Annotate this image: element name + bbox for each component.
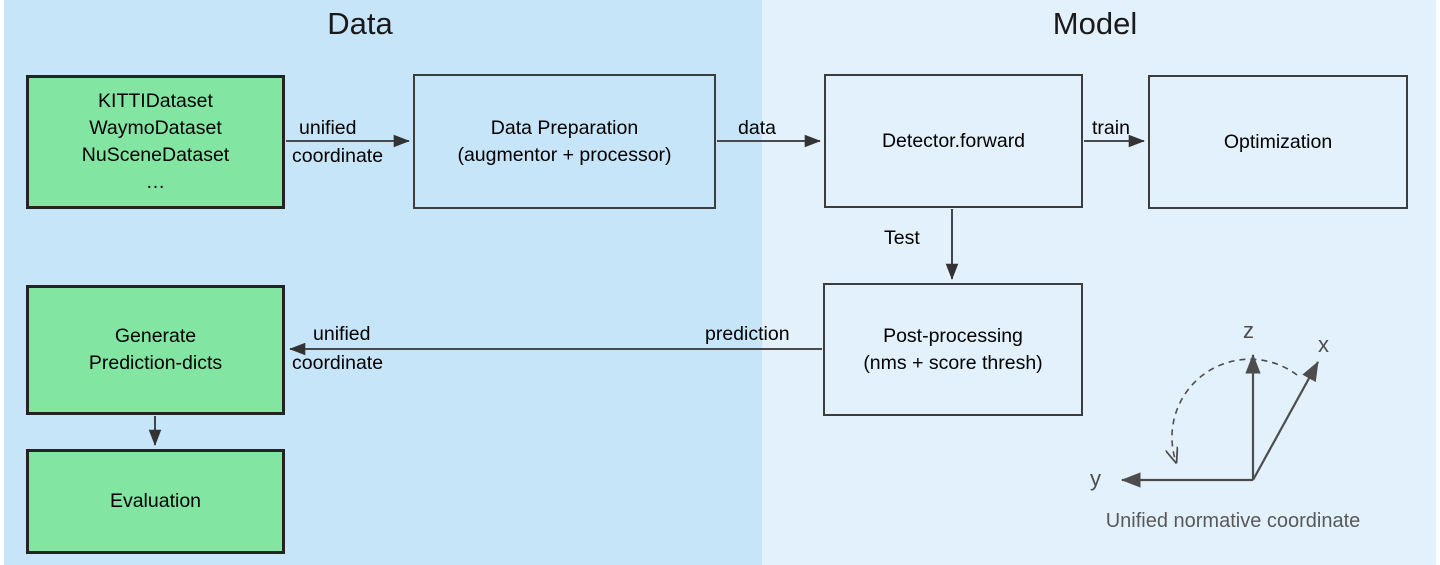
edge-label-coordinate-top: coordinate: [292, 145, 384, 167]
node-optimization[interactable]: Optimization: [1148, 75, 1408, 209]
axis-label-z: z: [1243, 318, 1254, 343]
node-generate-prediction-dicts[interactable]: Generate Prediction-dicts: [26, 285, 285, 415]
coordinate-frame-caption: Unified normative coordinate: [1105, 510, 1361, 532]
edge-label-unified-bottom: unified: [313, 323, 371, 345]
node-post-processing[interactable]: Post-processing (nms + score thresh): [823, 283, 1083, 416]
axis-label-y: y: [1090, 466, 1101, 491]
edge-label-prediction: prediction: [705, 323, 790, 345]
edge-label-coordinate-bottom: coordinate: [292, 352, 384, 374]
node-detector-forward[interactable]: Detector.forward: [824, 74, 1083, 208]
node-data-preparation[interactable]: Data Preparation (augmentor + processor): [413, 74, 716, 209]
node-evaluation[interactable]: Evaluation: [26, 449, 285, 554]
edge-label-data: data: [738, 117, 776, 139]
edge-label-train: train: [1092, 117, 1130, 139]
panel-title-data: Data: [327, 6, 393, 41]
panel-title-model: Model: [1052, 6, 1138, 41]
axis-label-x: x: [1318, 332, 1329, 357]
edge-label-unified-top: unified: [299, 117, 357, 139]
node-datasets[interactable]: KITTIDataset WaymoDataset NuSceneDataset…: [26, 75, 285, 209]
edge-label-test: Test: [884, 227, 920, 249]
panel-model: [762, 0, 1436, 565]
